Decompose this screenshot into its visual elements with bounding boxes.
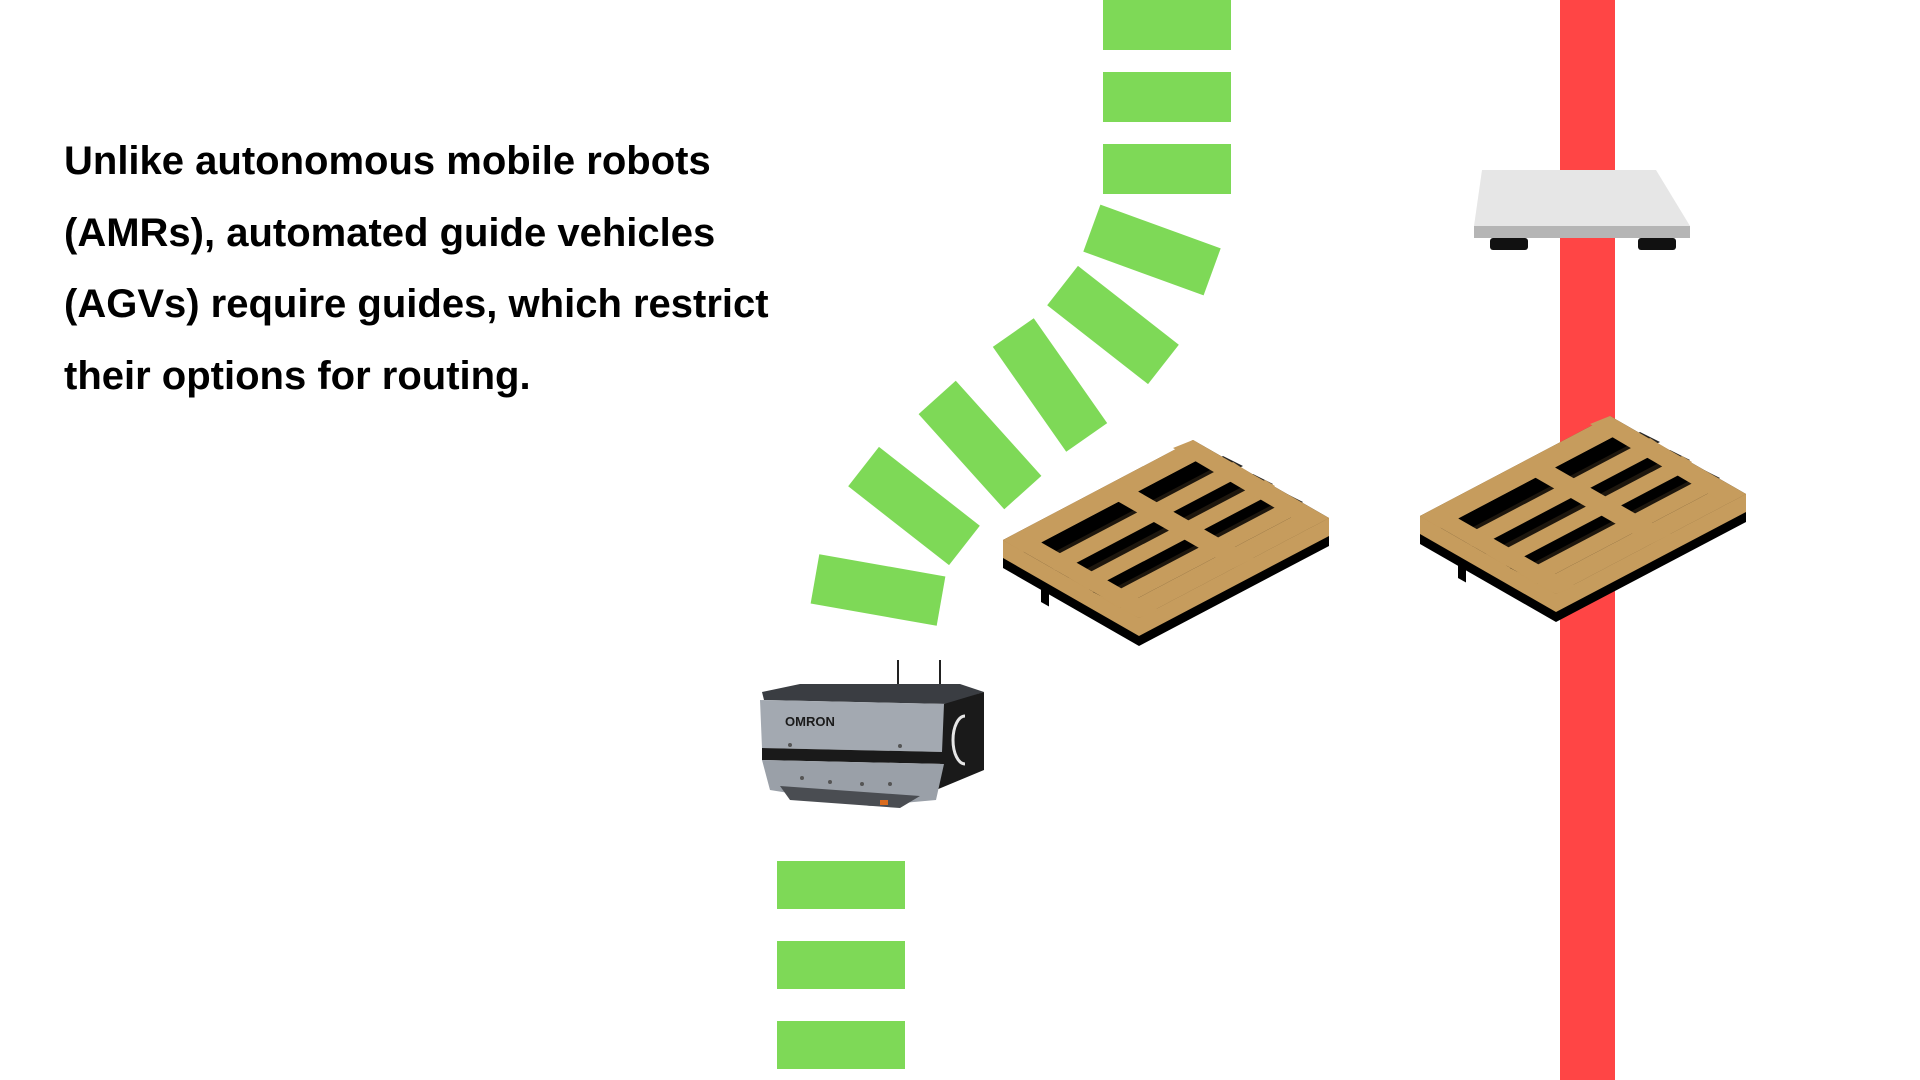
path-segment — [1103, 0, 1231, 50]
pallet-icon — [1003, 440, 1329, 646]
caption-text: Unlike autonomous mobile robots (AMRs), … — [64, 126, 864, 412]
caption-line-2: (AMRs), automated guide vehicles — [64, 210, 716, 255]
caption-line-4: their options for routing. — [64, 353, 531, 398]
path-segment — [1103, 72, 1231, 122]
agv-cart-icon — [1474, 170, 1690, 250]
path-segment — [777, 1021, 905, 1069]
caption-line-3: (AGVs) require guides, which restrict — [64, 282, 769, 326]
path-segment — [918, 380, 1042, 510]
amr-robot-icon: OMRON — [760, 660, 984, 808]
amr-path — [777, 0, 1231, 1069]
robot-brand-label: OMRON — [785, 714, 835, 729]
path-segment — [1047, 265, 1179, 385]
path-segment — [1103, 144, 1231, 194]
path-segment — [992, 318, 1108, 452]
path-segment — [777, 941, 905, 989]
path-segment — [848, 446, 980, 566]
path-segment — [777, 861, 905, 909]
path-segment — [810, 554, 946, 626]
pallet-icon — [1420, 416, 1746, 622]
path-segment — [1083, 204, 1221, 296]
caption-line-1: Unlike autonomous mobile robots — [64, 139, 711, 183]
